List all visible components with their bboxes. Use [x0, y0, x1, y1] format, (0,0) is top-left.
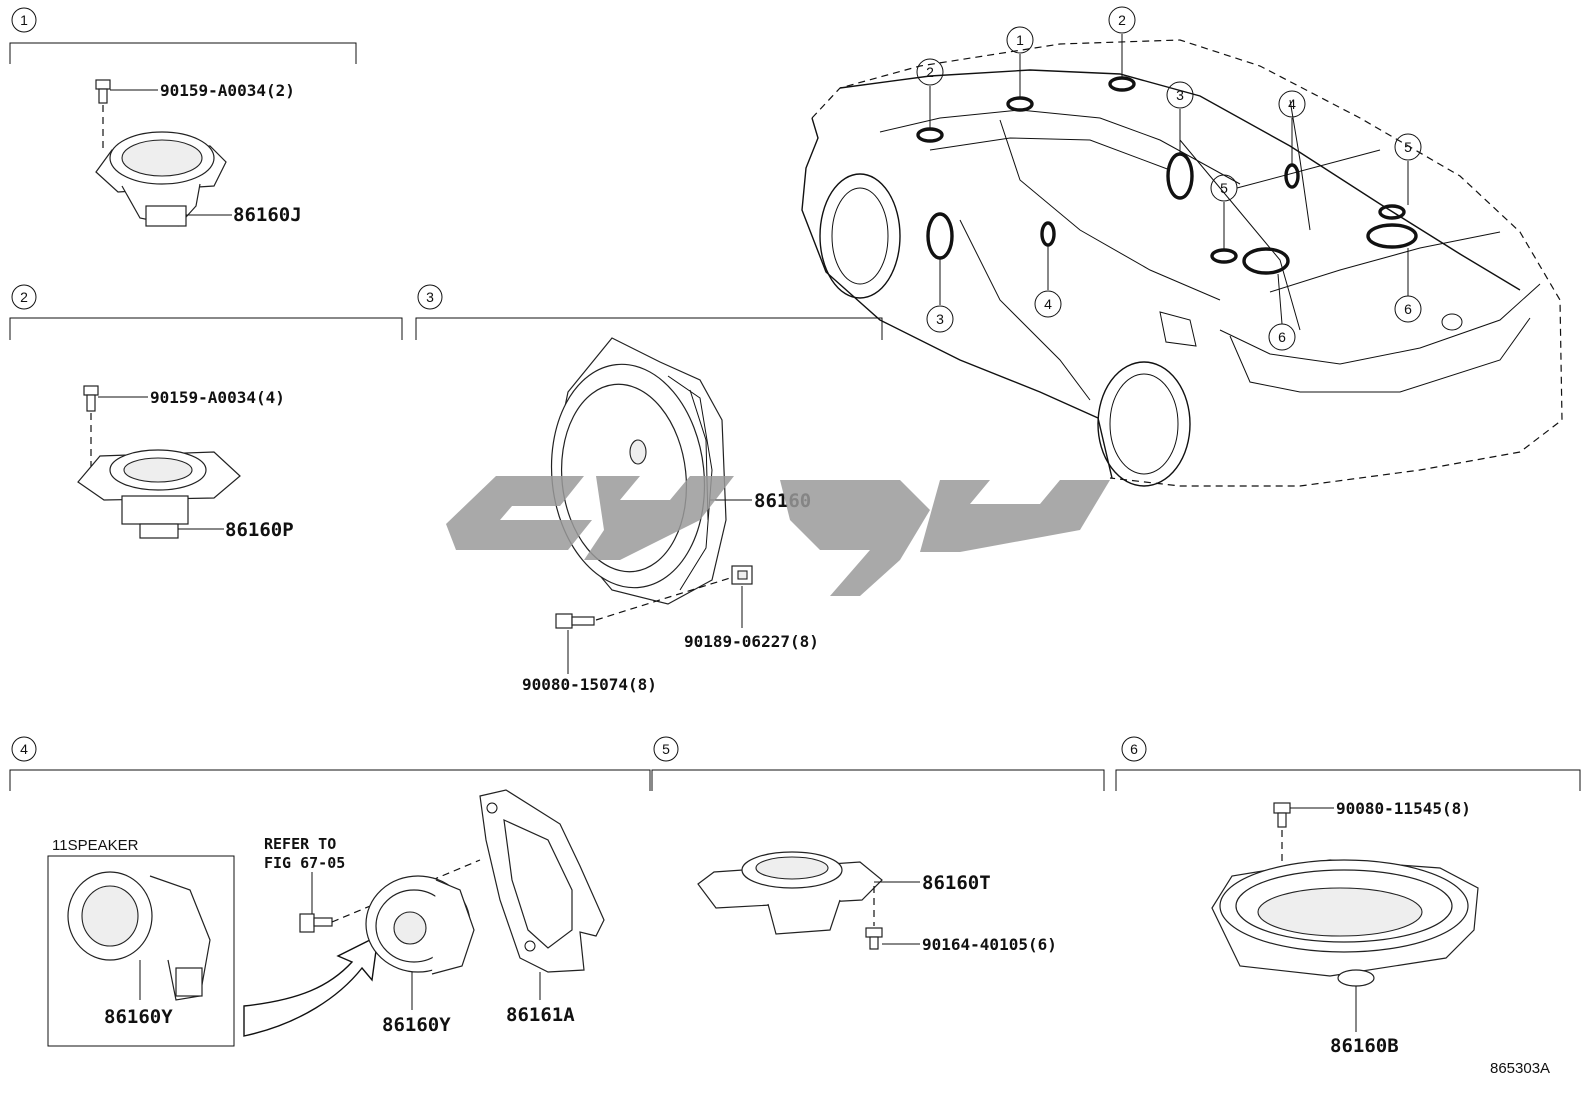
watermark-logo — [446, 476, 1110, 596]
section-6-bracket — [1115, 769, 1581, 791]
part-label-bracket-4: 86161A — [506, 1004, 575, 1026]
callout-6-right — [1394, 295, 1422, 323]
callout-1-text: 1 — [1016, 32, 1024, 48]
section-2-number: 2 — [20, 289, 28, 305]
section-6: 6 90080-11545(8) 86160B — [1115, 736, 1581, 1057]
callout-2-right-text: 2 — [1118, 12, 1126, 28]
part-label-bolt-1: 90159-A0034(2) — [160, 81, 295, 100]
callout-5-left-text: 5 — [1220, 180, 1228, 196]
ring-2-right — [1108, 76, 1136, 92]
speaker-86160-drawing — [550, 337, 727, 605]
bolt-icon — [95, 79, 111, 104]
inset-box — [47, 855, 235, 1047]
ring-4-right — [1284, 163, 1300, 189]
arrow-icon — [243, 934, 379, 1037]
ring-6-right — [1366, 223, 1418, 249]
ring-1 — [1006, 96, 1034, 112]
speaker-86160B-drawing — [1211, 859, 1479, 987]
bolt-icon — [83, 385, 99, 412]
screw-icon — [299, 913, 333, 933]
section-6-marker — [1121, 736, 1147, 762]
drawing-id: 865303A — [1490, 1060, 1550, 1077]
section-3-marker — [417, 284, 443, 310]
callout-3-left — [926, 305, 954, 333]
ring-5-right — [1378, 204, 1406, 220]
part-label-screw-5: 90164-40105(6) — [922, 935, 1057, 954]
section-3-number: 3 — [426, 289, 434, 305]
inset-part-label: 86160Y — [104, 1006, 173, 1028]
callout-6-left-text: 6 — [1278, 329, 1286, 345]
section-5-number: 5 — [662, 741, 670, 757]
callout-3-right — [1166, 81, 1194, 109]
speaker-86160P-drawing — [77, 449, 241, 539]
ring-3-left — [926, 212, 954, 260]
part-label-speaker-2: 86160P — [225, 519, 294, 541]
section-4-number: 4 — [20, 741, 28, 757]
callout-1 — [1006, 26, 1034, 54]
ring-5-left — [1210, 248, 1238, 264]
section-2-marker — [11, 284, 37, 310]
section-1-number: 1 — [20, 12, 28, 28]
screw-icon — [865, 927, 883, 950]
bolt-icon — [1273, 802, 1291, 828]
callout-4-right-text: 4 — [1288, 96, 1296, 112]
callout-4-left — [1034, 290, 1062, 318]
callout-2-left — [916, 58, 944, 86]
ring-2-left — [916, 127, 944, 143]
section-4: 4 11SPEAKER 86160Y REFER TO FIG 67-05 — [9, 736, 651, 1047]
callout-6-right-text: 6 — [1404, 301, 1412, 317]
part-label-speaker-5: 86160T — [922, 872, 991, 894]
part-label-speaker-6: 86160B — [1330, 1035, 1399, 1057]
speaker-86160Y-drawing — [365, 875, 475, 975]
part-label-bolt-6: 90080-11545(8) — [1336, 799, 1471, 818]
section-5: 5 86160T 90164-40105(6) — [651, 736, 1105, 954]
ring-4-left — [1040, 221, 1056, 247]
section-2: 2 90159-A0034(4) 86160P — [9, 284, 403, 541]
section-1-bracket — [9, 42, 357, 64]
part-label-screw-3: 90080-15074(8) — [522, 675, 657, 694]
callout-3-left-text: 3 — [936, 311, 944, 327]
part-label-speaker-1: 86160J — [233, 204, 302, 226]
callout-4-left-text: 4 — [1044, 296, 1052, 312]
callout-5-left — [1210, 174, 1238, 202]
refer-note-line1: REFER TO — [264, 835, 336, 853]
section-6-number: 6 — [1130, 741, 1138, 757]
callout-5-right — [1394, 133, 1422, 161]
section-5-marker — [653, 736, 679, 762]
screw-icon — [555, 613, 595, 629]
section-4-marker — [11, 736, 37, 762]
callout-5-right-text: 5 — [1404, 139, 1412, 155]
section-1: 1 90159-A0034(2) 86160J — [9, 7, 357, 227]
car-overview-drawing — [801, 39, 1563, 487]
ring-3-right — [1166, 152, 1194, 200]
bracket-86161A-drawing — [479, 789, 605, 973]
callout-6-left — [1268, 323, 1296, 351]
inset-title: 11SPEAKER — [52, 837, 139, 854]
callout-2-right — [1108, 6, 1136, 34]
section-3-bracket — [415, 317, 883, 340]
inset-speaker-drawing — [67, 871, 211, 1001]
section-5-bracket — [651, 769, 1105, 791]
part-label-bolt-2: 90159-A0034(4) — [150, 388, 285, 407]
car-speaker-rings — [916, 76, 1418, 275]
car-callouts: 1 2 2 3 3 4 4 5 5 6 6 — [916, 6, 1422, 351]
ring-6-left — [1242, 247, 1290, 275]
callout-4-right — [1278, 90, 1306, 118]
speaker-86160T-drawing — [697, 851, 883, 935]
part-label-nut-3: 90189-06227(8) — [684, 632, 819, 651]
section-2-bracket — [9, 317, 403, 340]
callout-2-left-text: 2 — [926, 64, 934, 80]
speaker-86160J-drawing — [95, 131, 227, 227]
section-1-marker — [11, 7, 37, 33]
refer-note-line2: FIG 67-05 — [264, 854, 345, 872]
clip-nut-icon — [731, 565, 753, 585]
section-4-bracket — [9, 769, 651, 791]
callout-3-right-text: 3 — [1176, 87, 1184, 103]
part-label-speaker-4: 86160Y — [382, 1014, 451, 1036]
